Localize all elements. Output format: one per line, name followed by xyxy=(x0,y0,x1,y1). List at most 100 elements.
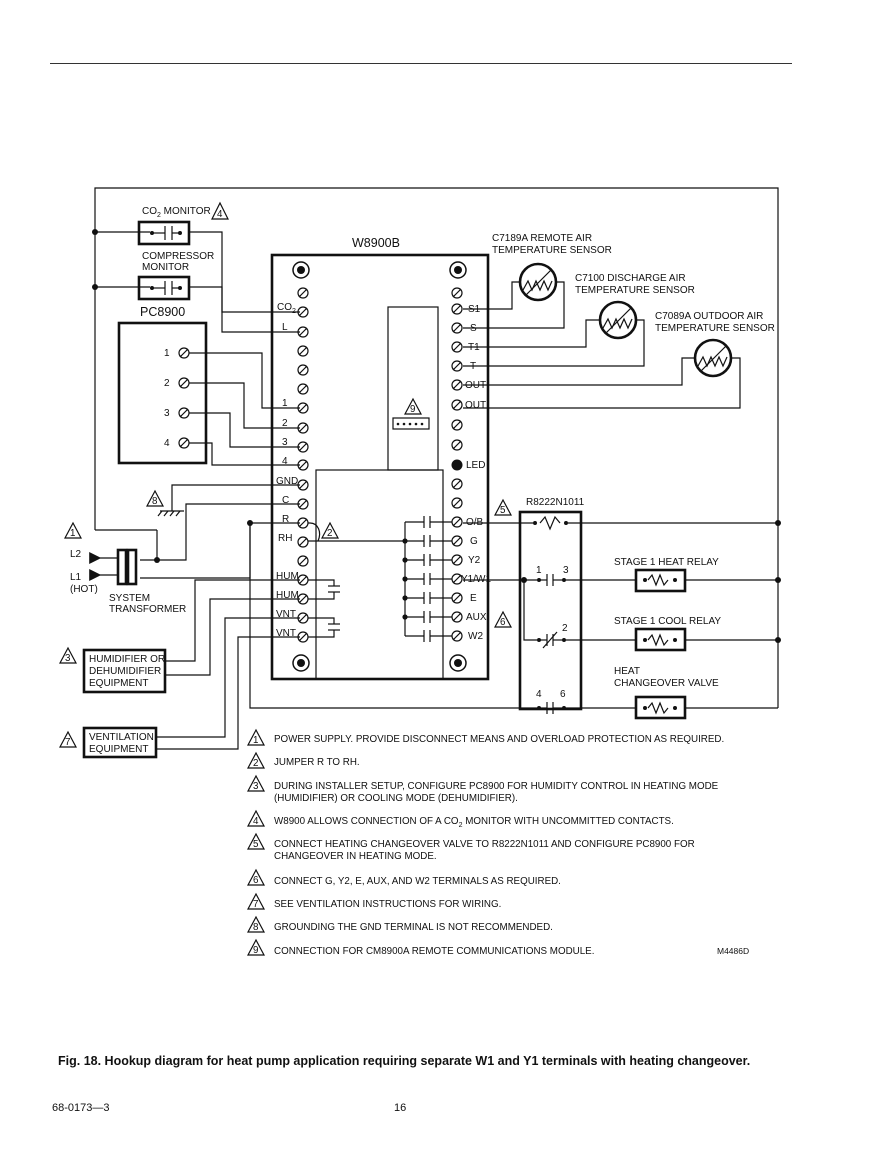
notes-list: 1 POWER SUPPLY. PROVIDE DISCONNECT MEANS… xyxy=(247,728,749,957)
note-triangle xyxy=(321,521,339,539)
sensor-c7089a: C7089A OUTDOOR AIR TEMPERATURE SENSOR xyxy=(463,311,775,409)
figure-caption: Fig. 18. Hookup diagram for heat pump ap… xyxy=(58,1054,751,1068)
svg-text:2: 2 xyxy=(327,528,332,539)
svg-text:1: 1 xyxy=(164,348,170,359)
note-triangle xyxy=(211,201,229,220)
svg-text:RH: RH xyxy=(278,533,292,544)
svg-text:VENTILATION: VENTILATION xyxy=(89,732,154,743)
svg-text:8: 8 xyxy=(152,496,158,507)
svg-text:L2: L2 xyxy=(70,549,82,560)
svg-text:3: 3 xyxy=(65,653,71,664)
compressor-monitor: COMPRESSOR MONITOR xyxy=(95,251,300,333)
svg-text:1: 1 xyxy=(70,528,75,539)
heat-changeover-valve: HEAT CHANGEOVER VALVE xyxy=(614,666,778,720)
svg-text:3: 3 xyxy=(253,781,259,792)
stage1-heat-relay: STAGE 1 HEAT RELAY xyxy=(614,557,781,593)
svg-text:DURING INSTALLER SETUP, CONFIG: DURING INSTALLER SETUP, CONFIGURE PC8900… xyxy=(274,781,719,792)
svg-text:LED: LED xyxy=(466,460,485,471)
svg-text:CONNECTION FOR CM8900A REMOTE: CONNECTION FOR CM8900A REMOTE COMMUNICAT… xyxy=(274,946,594,957)
svg-text:6: 6 xyxy=(253,875,259,886)
sensor-c7100: C7100 DISCHARGE AIR TEMPERATURE SENSOR xyxy=(463,273,695,367)
svg-text:L: L xyxy=(282,322,288,333)
hum-vnt-contacts xyxy=(308,579,340,638)
svg-text:2: 2 xyxy=(164,378,170,389)
svg-text:OUT: OUT xyxy=(465,400,486,411)
svg-text:GROUNDING THE GND TERMINAL IS: GROUNDING THE GND TERMINAL IS NOT RECOMM… xyxy=(274,922,553,933)
note-triangle xyxy=(64,521,82,539)
svg-text:L1: L1 xyxy=(70,572,82,583)
svg-text:VNT: VNT xyxy=(276,628,296,639)
svg-text:R8222N1011: R8222N1011 xyxy=(526,497,585,508)
svg-text:MONITOR: MONITOR xyxy=(142,262,189,273)
svg-text:6: 6 xyxy=(500,617,506,628)
svg-text:EQUIPMENT: EQUIPMENT xyxy=(89,744,148,755)
svg-text:(HUMIDIFIER) OR COOLING MODE (: (HUMIDIFIER) OR COOLING MODE (DEHUMIDIFI… xyxy=(274,793,518,804)
svg-text:2: 2 xyxy=(282,418,288,429)
svg-text:HUM: HUM xyxy=(276,571,299,582)
top-rule xyxy=(50,63,792,64)
svg-text:9: 9 xyxy=(253,945,258,956)
svg-text:EQUIPMENT: EQUIPMENT xyxy=(89,678,148,689)
svg-text:7: 7 xyxy=(253,899,258,910)
ventilation-equipment: 7 VENTILATION EQUIPMENT xyxy=(59,617,300,759)
system-transformer: 1 L2 L1 (HOT) SYSTEM TRANSFORMER xyxy=(64,521,186,615)
terminal-co2-label: CO2 xyxy=(277,302,296,315)
svg-text:C: C xyxy=(282,495,289,506)
ground-symbol: 8 xyxy=(146,484,300,517)
humidifier-equipment: 3 HUMIDIFIER OR DEHUMIDIFIER EQUIPMENT xyxy=(59,579,300,694)
svg-text:CONNECT HEATING CHANGEOVER VAL: CONNECT HEATING CHANGEOVER VALVE TO R822… xyxy=(274,839,695,850)
svg-text:3: 3 xyxy=(563,565,569,576)
note-triangle xyxy=(59,730,77,748)
svg-text:(HOT): (HOT) xyxy=(70,584,98,595)
drawing-id: M4486D xyxy=(717,946,749,956)
note-triangle xyxy=(146,489,164,507)
svg-text:2: 2 xyxy=(253,758,258,769)
svg-text:1: 1 xyxy=(536,565,542,576)
svg-text:9: 9 xyxy=(410,404,415,415)
svg-text:POWER SUPPLY. PROVIDE DISCONNE: POWER SUPPLY. PROVIDE DISCONNECT MEANS A… xyxy=(274,734,724,745)
doc-number: 68-0173—3 xyxy=(52,1102,110,1114)
left-terminal-labels: CO2 L 1 2 3 4 GND C R RH HUM HUM VNT VNT xyxy=(276,302,299,639)
svg-text:DEHUMIDIFIER: DEHUMIDIFIER xyxy=(89,666,161,677)
svg-text:VNT: VNT xyxy=(276,609,296,620)
co2-monitor-label: CO2 MONITOR xyxy=(142,206,211,219)
svg-text:4: 4 xyxy=(536,689,542,700)
svg-text:W8900 ALLOWS CONNECTION OF A C: W8900 ALLOWS CONNECTION OF A CO2 MONITOR… xyxy=(274,816,674,829)
svg-text:HEAT: HEAT xyxy=(614,666,640,677)
svg-text:STAGE 1 HEAT RELAY: STAGE 1 HEAT RELAY xyxy=(614,557,719,568)
svg-text:5: 5 xyxy=(253,839,259,850)
relay-r8222n1011: R8222N1011 5 6 1 3 2 xyxy=(463,497,781,714)
svg-text:R: R xyxy=(282,514,289,525)
svg-text:1: 1 xyxy=(253,735,258,746)
svg-text:4: 4 xyxy=(253,816,259,827)
svg-text:7: 7 xyxy=(65,737,70,748)
svg-text:CHANGEOVER IN HEATING MODE.: CHANGEOVER IN HEATING MODE. xyxy=(274,851,437,862)
note-triangle xyxy=(494,498,512,516)
svg-text:E: E xyxy=(470,593,477,604)
svg-text:6: 6 xyxy=(560,689,566,700)
svg-text:C7089A OUTDOOR AIR: C7089A OUTDOOR AIR xyxy=(655,311,763,322)
note-triangle xyxy=(404,397,422,415)
svg-text:TEMPERATURE SENSOR: TEMPERATURE SENSOR xyxy=(655,323,775,334)
left-terminal-screws xyxy=(297,287,309,643)
outer-wiring xyxy=(92,187,779,708)
svg-text:2: 2 xyxy=(562,623,568,634)
svg-text:1: 1 xyxy=(282,398,288,409)
svg-text:W2: W2 xyxy=(468,631,483,642)
svg-text:TRANSFORMER: TRANSFORMER xyxy=(109,604,186,615)
note-triangle xyxy=(494,610,512,628)
svg-text:GND: GND xyxy=(276,476,298,487)
svg-text:CHANGEOVER VALVE: CHANGEOVER VALVE xyxy=(614,678,719,689)
svg-text:SYSTEM: SYSTEM xyxy=(109,593,150,604)
svg-text:AUX: AUX xyxy=(466,612,487,623)
svg-text:4: 4 xyxy=(217,209,223,220)
right-terminal-screws xyxy=(451,287,463,642)
transformer-wiring xyxy=(140,503,520,709)
page-number: 16 xyxy=(394,1102,407,1114)
rh-jumper: 2 xyxy=(308,521,339,542)
svg-text:SEE VENTILATION INSTRUCTIONS F: SEE VENTILATION INSTRUCTIONS FOR WIRING. xyxy=(274,899,501,910)
svg-text:HUMIDIFIER OR: HUMIDIFIER OR xyxy=(89,654,165,665)
svg-text:TEMPERATURE SENSOR: TEMPERATURE SENSOR xyxy=(575,285,695,296)
w8900b-controller: W8900B 9 xyxy=(270,236,491,681)
svg-text:3: 3 xyxy=(282,437,288,448)
